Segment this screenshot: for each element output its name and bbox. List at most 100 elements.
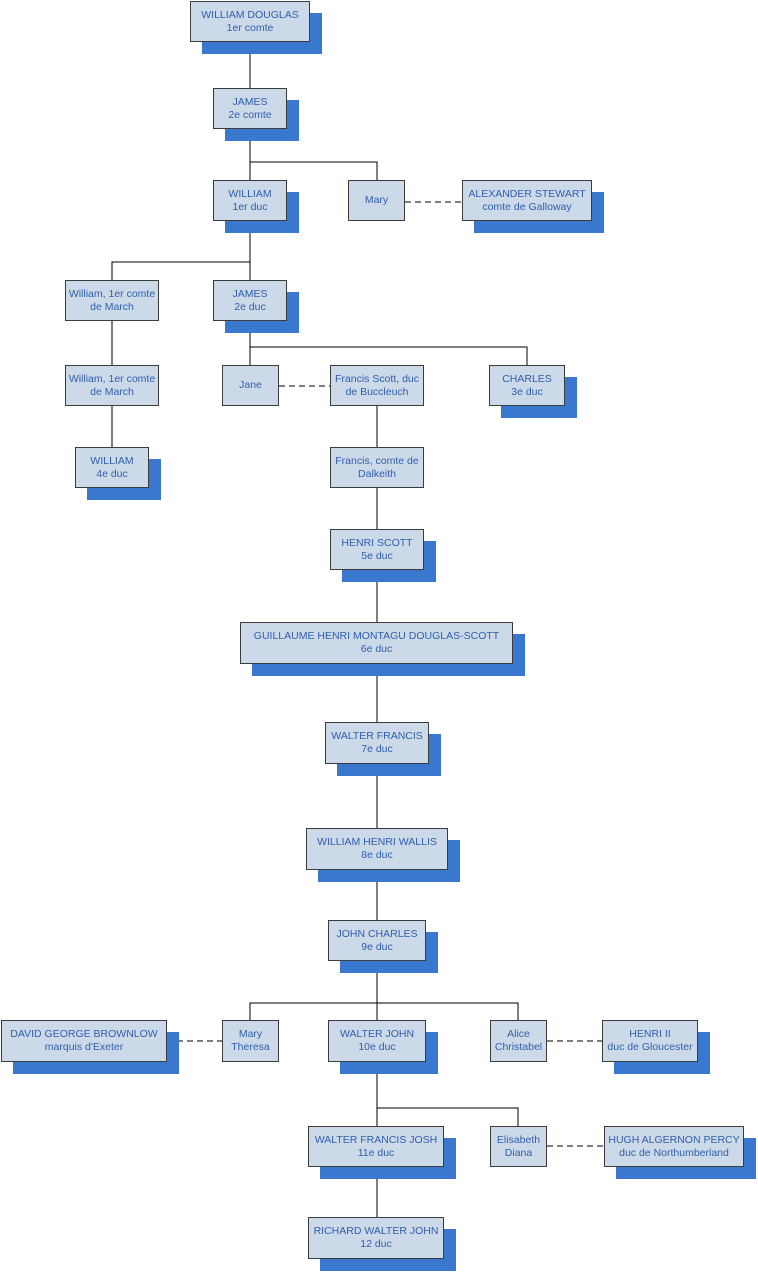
- node-box: Jane: [222, 365, 279, 406]
- person-name: JOHN CHARLES: [336, 927, 418, 940]
- person-name: Francis, comte de: [335, 454, 419, 467]
- node-box: Mary: [348, 180, 405, 221]
- person-title: 11e duc: [357, 1146, 395, 1159]
- person-name: JAMES: [232, 287, 268, 300]
- person-name: Mary: [238, 1028, 263, 1040]
- person-title: Diana: [504, 1146, 533, 1159]
- person-name: WILLIAM DOUGLAS: [201, 8, 299, 21]
- person-title: de Buccleuch: [345, 385, 409, 398]
- person-name: Francis Scott, duc: [334, 372, 420, 385]
- person-title: 1er comte: [226, 21, 274, 34]
- person-title: 2e comte: [228, 108, 272, 121]
- person-name: WILLIAM: [90, 454, 134, 467]
- person-node-jane: Jane: [222, 365, 279, 406]
- person-name: WALTER FRANCIS JOSH: [314, 1133, 438, 1146]
- person-name: JAMES: [232, 95, 268, 108]
- person-name: HUGH ALGERNON PERCY: [608, 1133, 740, 1146]
- person-title: de March: [90, 385, 134, 398]
- person-name: William, 1er comte: [68, 287, 156, 300]
- person-name: DAVID GEORGE BROWNLOW: [10, 1028, 158, 1040]
- person-name: William, 1er comte: [68, 372, 156, 385]
- person-name: Mary: [364, 194, 389, 206]
- person-title: de March: [90, 300, 134, 313]
- person-title: 10e duc: [358, 1041, 396, 1053]
- person-title: comte de Galloway: [482, 200, 572, 213]
- person-name: GUILLAUME HENRI MONTAGU DOUGLAS-SCOTT: [253, 630, 500, 642]
- person-title: 12 duc: [360, 1238, 392, 1250]
- person-name: WILLIAM HENRI WALLIS: [317, 836, 437, 848]
- person-node-mary-1: Mary: [348, 180, 405, 221]
- person-name: Jane: [239, 379, 262, 391]
- person-title: duc de Northumberland: [619, 1146, 729, 1159]
- person-title: 3e duc: [511, 385, 543, 398]
- person-name: HENRI II: [629, 1028, 671, 1040]
- person-title: 7e duc: [361, 743, 393, 755]
- person-title: 9e duc: [361, 940, 393, 953]
- person-name: Alice: [507, 1028, 530, 1040]
- person-name: HENRI SCOTT: [341, 536, 413, 549]
- person-title: marquis d'Exeter: [44, 1041, 124, 1053]
- person-name: ALEXANDER STEWART: [468, 187, 586, 200]
- person-title: 5e duc: [361, 549, 393, 562]
- person-title: 8e duc: [361, 849, 393, 861]
- person-name: CHARLES: [502, 372, 552, 385]
- person-title: 4e duc: [96, 467, 128, 480]
- person-name: Elisabeth: [496, 1133, 541, 1146]
- person-title: 6e duc: [360, 643, 393, 655]
- person-title: Theresa: [231, 1041, 270, 1053]
- person-name: WALTER FRANCIS: [331, 730, 423, 742]
- person-title: 1er duc: [232, 200, 268, 213]
- person-title: duc de Gloucester: [607, 1041, 693, 1053]
- person-title: Christabel: [494, 1041, 543, 1053]
